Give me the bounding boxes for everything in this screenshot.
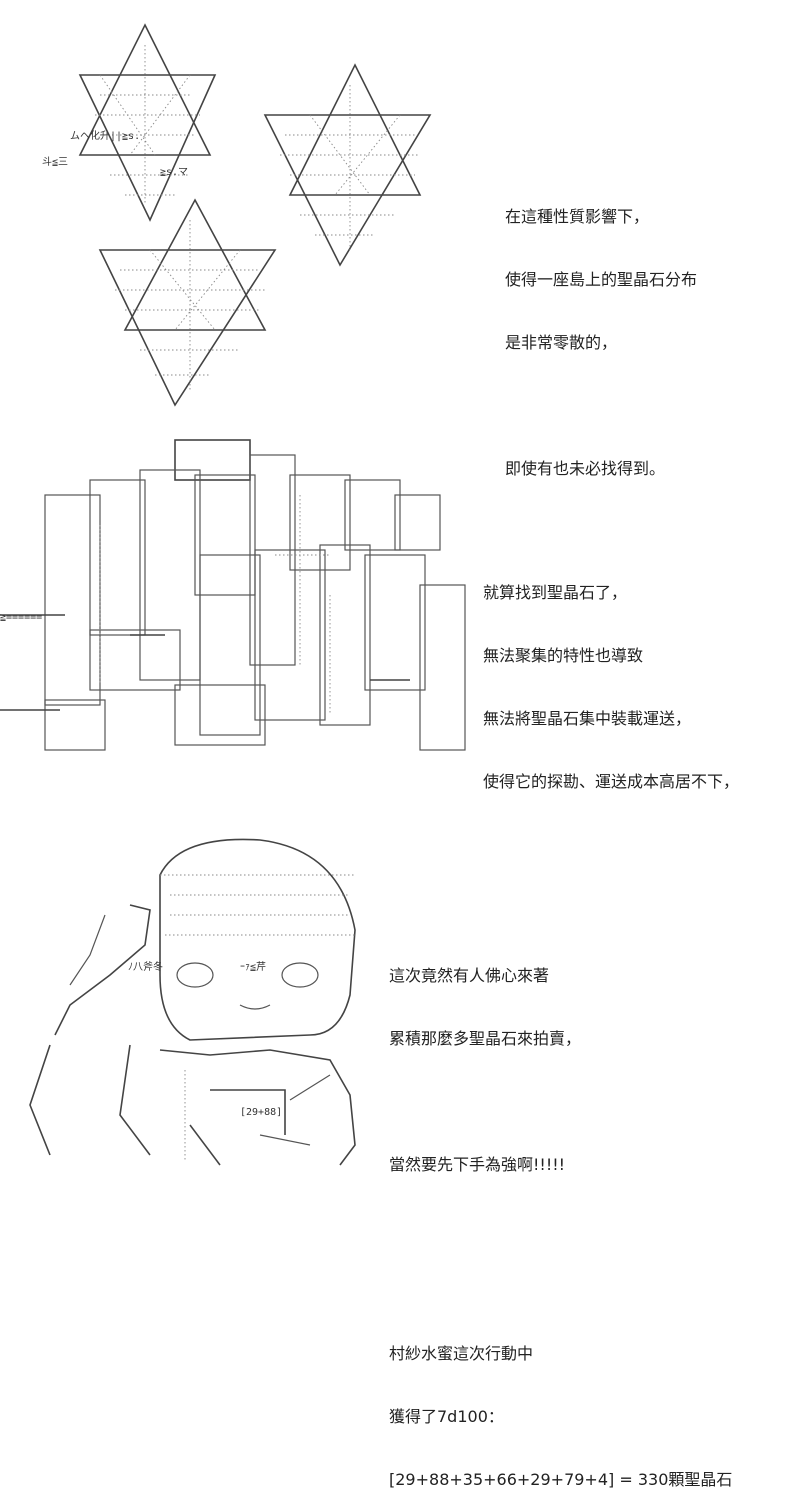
crystal-art-2 — [255, 60, 455, 275]
character-glyph-a: ﾉ八斧冬 — [128, 960, 163, 973]
rock-glyph: ≧====== — [0, 612, 42, 623]
caption-line: 當然要先下手為強啊!!!!! — [389, 1155, 566, 1174]
caption-line: 這次竟然有人佛心來著 — [389, 966, 550, 985]
caption-line: 使得一座島上的聖晶石分布 — [505, 270, 698, 289]
crystal-glyph-a: 斗≦三 — [42, 156, 68, 168]
crystal-glyph-c: ムヘ化升||≧s. — [70, 129, 140, 142]
character-art: ﾉ八斧冬 ｰｧ≦芹 [29+88] — [10, 835, 375, 1170]
crystal-art-3 — [95, 195, 295, 415]
caption-transport-cost: 就算找到聖晶石了， 無法聚集的特性也導致 無法將聖晶石集中裝載運送， 使得它的探… — [483, 540, 739, 813]
character-glyph-b: ｰｧ≦芹 — [240, 961, 266, 973]
caption-line: 獲得了7d100： — [389, 1407, 504, 1426]
caption-line: 累積那麼多聖晶石來拍賣， — [389, 1029, 582, 1048]
crystal-art-1: 斗≦三 ≧s.マ ムヘ化升||≧s. — [40, 15, 280, 235]
caption-line: 是非常零散的， — [505, 333, 618, 352]
rock-cluster-art: ≧====== — [0, 435, 475, 765]
character-glyph-c: [29+88] — [240, 1107, 282, 1118]
caption-line: 就算找到聖晶石了， — [483, 583, 628, 602]
crystal-glyph-b: ≧s.マ — [160, 167, 188, 178]
caption-line: 村紗水蜜這次行動中 — [389, 1344, 534, 1363]
caption-auction-result: 這次竟然有人佛心來著 累積那麼多聖晶石來拍賣， 當然要先下手為強啊!!!!! 村… — [389, 923, 732, 1511]
caption-line: 無法聚集的特性也導致 — [483, 646, 644, 665]
caption-line: [29+88+35+66+29+79+4] = 330顆聖晶石 — [389, 1470, 733, 1489]
caption-scattered-distribution: 在這種性質影響下， 使得一座島上的聖晶石分布 是非常零散的， 即使有也未必找得到… — [505, 164, 697, 500]
caption-line: 在這種性質影響下， — [505, 207, 650, 226]
caption-line: 無法將聖晶石集中裝載運送， — [483, 709, 692, 728]
caption-line: 即使有也未必找得到。 — [505, 459, 666, 478]
caption-line: 使得它的探勘、運送成本高居不下， — [483, 772, 740, 791]
